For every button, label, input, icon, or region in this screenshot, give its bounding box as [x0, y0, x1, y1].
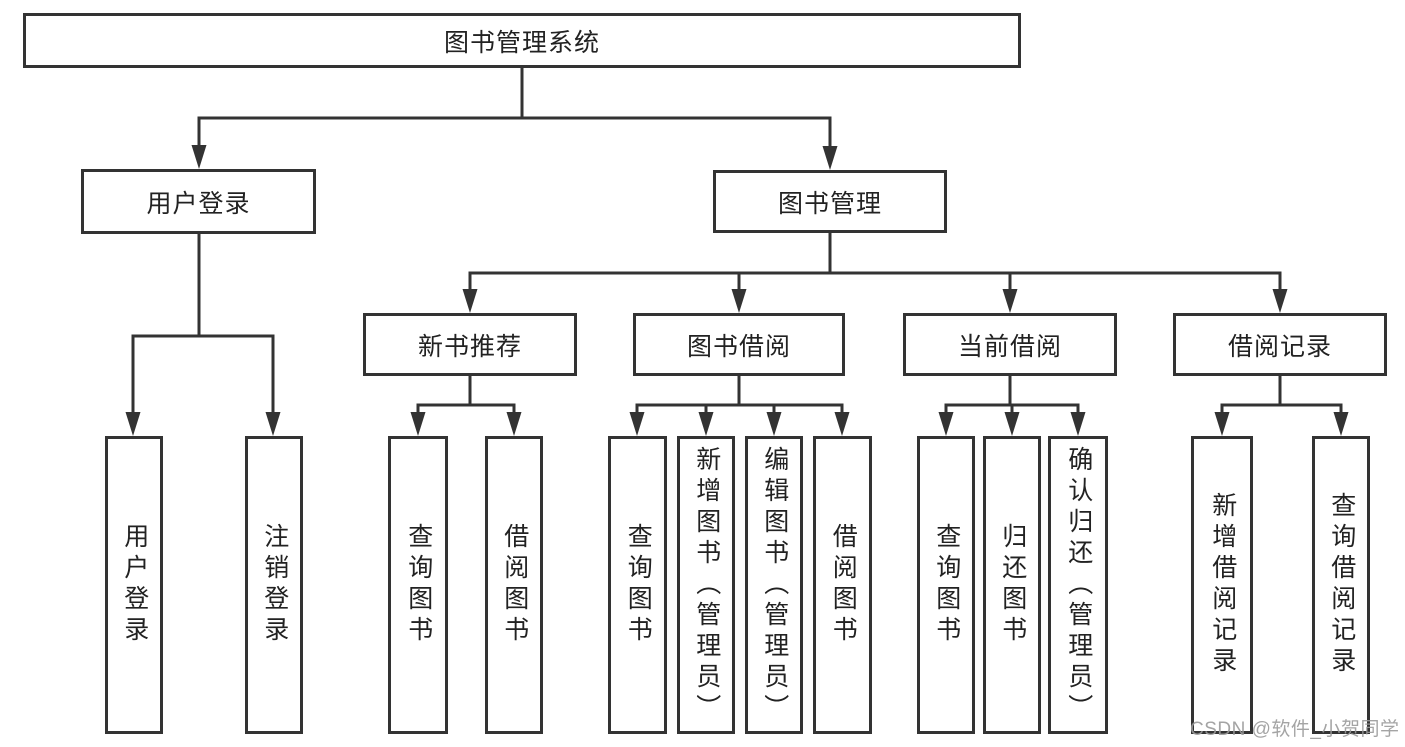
- node-logout: 注销登录: [245, 436, 303, 734]
- node-borrowing-records: 借阅记录: [1173, 313, 1387, 376]
- node-label: 查询借阅记录: [1327, 492, 1356, 678]
- node-label: 图书借阅: [686, 332, 791, 361]
- node-library-management-system: 图书管理系统: [23, 13, 1021, 68]
- node-label: 归还图书: [998, 523, 1027, 647]
- node-label: 借阅图书: [829, 523, 858, 647]
- node-label: 查询图书: [404, 523, 433, 647]
- arrowheads: [125, 145, 1349, 436]
- node-query-books-current: 查询图书: [917, 436, 975, 734]
- node-user-login-group: 用户登录: [81, 169, 316, 234]
- node-return-books: 归还图书: [983, 436, 1041, 734]
- node-label: 查询图书: [932, 523, 961, 647]
- connector-records-to-leaves: [1220, 376, 1343, 415]
- connector-newbook-to-leaves: [416, 376, 516, 415]
- node-borrow-books-recommend: 借阅图书: [485, 436, 543, 734]
- node-book-borrowing: 图书借阅: [633, 313, 845, 376]
- node-new-book-recommendation: 新书推荐: [363, 313, 577, 376]
- connector-bookmgmt-to-level3: [468, 233, 1282, 292]
- csdn-watermark: CSDN @软件_小贺同学: [1190, 719, 1400, 740]
- connector-root-to-level2: [197, 68, 832, 149]
- node-label: 新增图书（管理员）: [692, 445, 721, 725]
- node-label: 用户登录: [120, 523, 149, 647]
- node-label: 当前借阅: [957, 332, 1062, 361]
- node-book-management: 图书管理: [713, 170, 947, 233]
- node-current-borrowing: 当前借阅: [903, 313, 1117, 376]
- node-label: 借阅图书: [500, 523, 529, 647]
- node-add-borrow-record: 新增借阅记录: [1191, 436, 1253, 734]
- node-label: 查询图书: [624, 523, 653, 647]
- node-confirm-return-admin: 确认归还（管理员）: [1048, 436, 1108, 734]
- node-user-login: 用户登录: [105, 436, 163, 734]
- node-label: 新书推荐: [417, 332, 522, 361]
- node-label: 新增借阅记录: [1208, 492, 1237, 678]
- connector-userlogin-to-leaves: [131, 234, 275, 415]
- node-borrow-books: 借阅图书: [813, 436, 872, 734]
- node-query-borrow-record: 查询借阅记录: [1312, 436, 1370, 734]
- node-label: 图书管理: [777, 189, 882, 218]
- node-label: 确认归还（管理员）: [1064, 445, 1093, 725]
- connector-current-to-leaves: [944, 376, 1080, 415]
- node-add-books-admin: 新增图书（管理员）: [677, 436, 735, 734]
- node-label: 图书管理系统: [443, 28, 600, 57]
- node-label: 编辑图书（管理员）: [760, 445, 789, 725]
- connector-borrowing-to-leaves: [635, 376, 844, 415]
- node-query-books-recommend: 查询图书: [388, 436, 448, 734]
- node-query-books-borrowing: 查询图书: [608, 436, 667, 734]
- node-edit-books-admin: 编辑图书（管理员）: [745, 436, 803, 734]
- node-label: 借阅记录: [1227, 332, 1332, 361]
- node-label: 用户登录: [146, 189, 251, 218]
- node-label: 注销登录: [260, 523, 289, 647]
